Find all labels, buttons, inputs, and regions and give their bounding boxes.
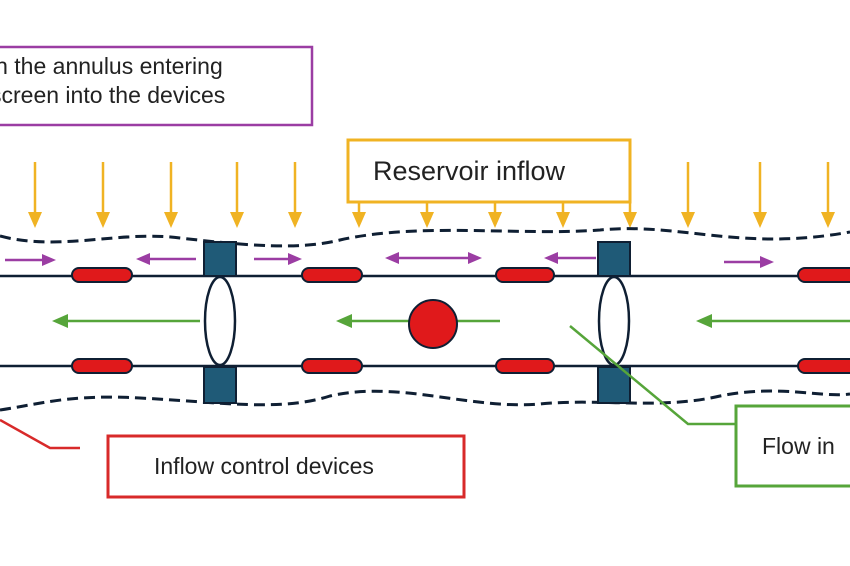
reservoir-arrow <box>753 162 767 228</box>
flow-in-label-box <box>734 404 850 488</box>
icd-device <box>495 267 555 283</box>
packer-right <box>597 241 631 404</box>
reservoir-arrow <box>420 202 434 228</box>
annulus-flow-label-line2: screen into the devices <box>0 81 226 108</box>
icd-device <box>301 358 363 374</box>
icd-device <box>495 358 555 374</box>
borehole-wall-top <box>0 227 850 248</box>
pipe-flow-arrow <box>696 314 850 328</box>
icd-device <box>71 267 133 283</box>
reservoir-arrow <box>96 162 110 228</box>
borehole-wall-bottom <box>0 389 850 412</box>
icd-device <box>797 267 850 283</box>
reservoir-arrow <box>352 202 366 228</box>
annulus-arrow-left <box>544 252 596 264</box>
reservoir-arrow <box>488 202 502 228</box>
inflow-control-devices <box>71 267 850 374</box>
annulus-flow-arrows <box>5 252 774 268</box>
icd-device <box>71 358 133 374</box>
reservoir-arrow <box>556 202 570 228</box>
annulus-arrow-right <box>5 254 56 266</box>
annulus-arrow-both <box>385 252 482 264</box>
flow-marker-circle <box>408 299 458 349</box>
flow-in-callout-leader <box>569 325 736 426</box>
reservoir-arrow <box>821 162 835 228</box>
icd-label-box <box>106 434 466 499</box>
reservoir-arrow <box>623 202 637 228</box>
reservoir-inflow-arrows <box>28 162 835 228</box>
annulus-arrow-right <box>254 253 302 265</box>
annulus-arrow-right <box>724 256 774 268</box>
reservoir-arrow <box>288 162 302 228</box>
icd-device <box>797 358 850 374</box>
annulus-flow-label: in the annulus entering screen into the … <box>0 52 225 110</box>
reservoir-arrow <box>681 162 695 228</box>
icd-callout-leader <box>0 418 80 450</box>
annulus-arrow-left <box>136 253 196 265</box>
packer-left <box>203 241 237 404</box>
reservoir-inflow-label: Reservoir inflow <box>373 156 566 186</box>
inflow-control-devices-label: Inflow control devices <box>154 453 374 479</box>
icd-device <box>301 267 363 283</box>
reservoir-arrow <box>230 162 244 228</box>
annulus-flow-box <box>0 45 314 127</box>
pipe-flow-arrow <box>52 314 200 328</box>
annulus-flow-label-line1: in the annulus entering <box>0 53 223 79</box>
reservoir-arrow <box>164 162 178 228</box>
flow-in-label: Flow in <box>762 433 835 459</box>
reservoir-inflow-box <box>346 138 632 204</box>
reservoir-arrow <box>28 162 42 228</box>
